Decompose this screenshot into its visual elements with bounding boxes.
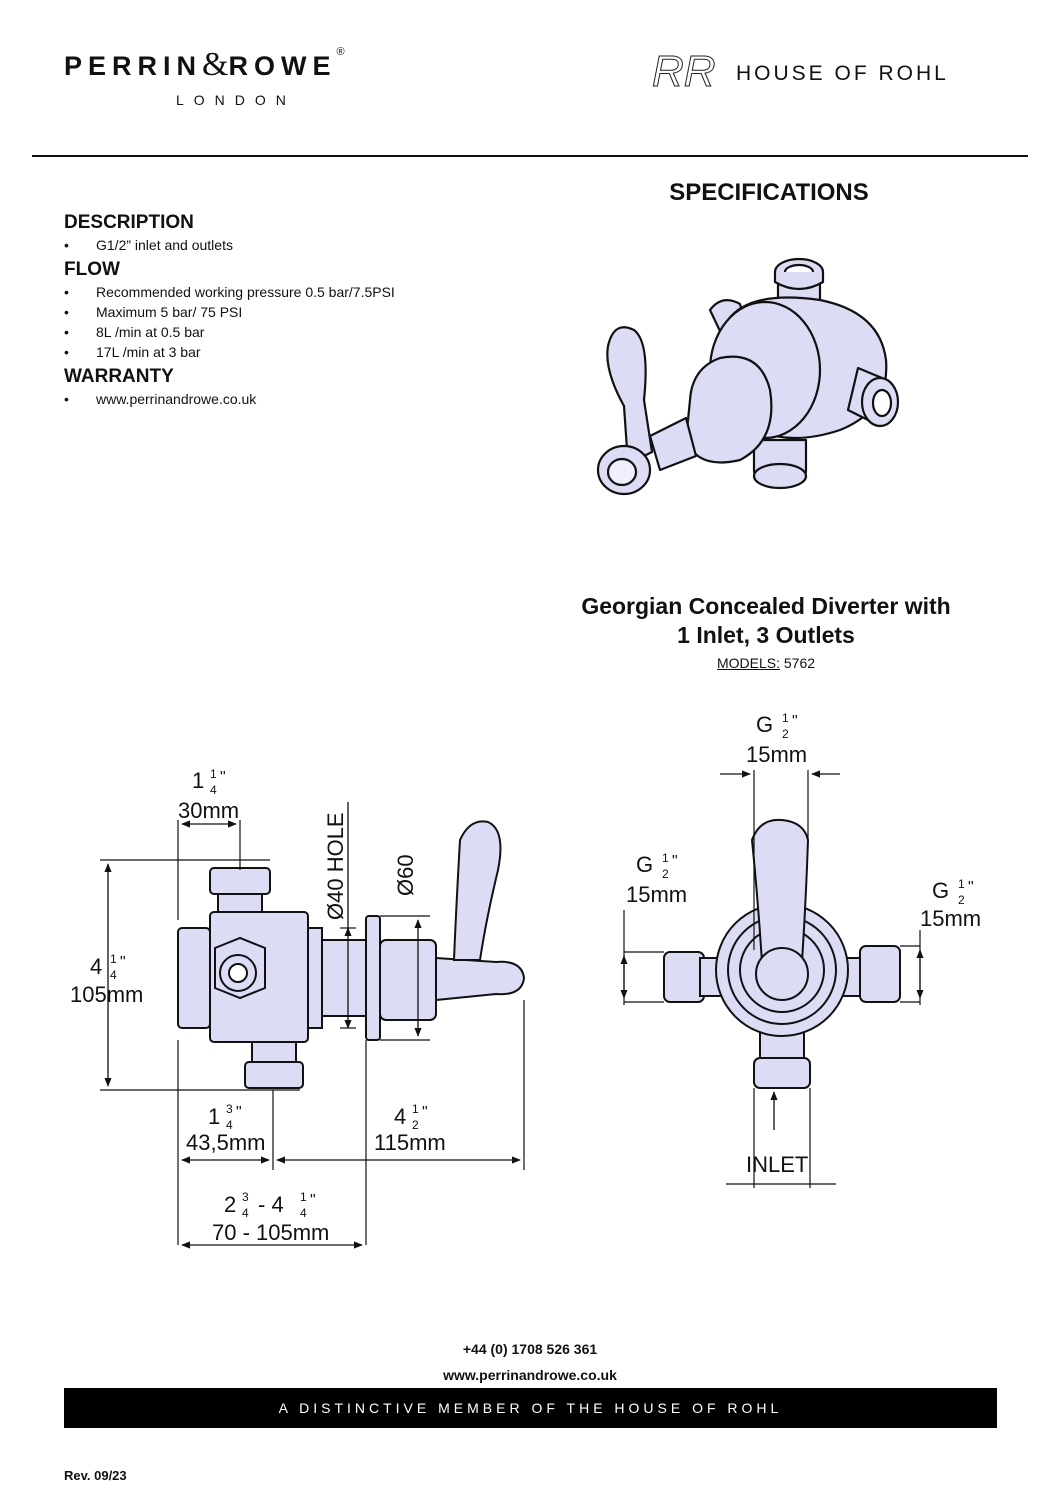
product-title-line-1: Georgian Concealed Diverter with [581, 593, 951, 619]
header-divider [32, 155, 1028, 157]
footer-website[interactable]: www.perrinandrowe.co.uk [443, 1367, 617, 1383]
brand-name-left: PERRIN [64, 51, 203, 81]
side-elevation-drawing: 1 1 4 " 30mm Ø40 HOLE Ø60 4 1 4 " 105mm … [70, 767, 526, 1249]
dim-handle-inch: " [422, 1104, 428, 1121]
dim-handle-mm: 115mm [374, 1130, 446, 1155]
rohl-monogram-icon: RR [652, 47, 717, 97]
front-inlet-label: INLET [746, 1152, 808, 1177]
front-right-g: G [932, 878, 949, 903]
models-line: MODELS: 5762 [520, 655, 1012, 671]
section-heading: DESCRIPTION [64, 212, 194, 233]
dim-flange-label: Ø60 [393, 854, 418, 896]
section-warranty: WARRANTY www.perrinandrowe.co.uk [64, 366, 524, 409]
front-left-frac-den: 2 [662, 867, 669, 881]
dim-top-mm: 30mm [178, 798, 239, 823]
dim-range-frac-a-num: 3 [242, 1190, 249, 1204]
dim-hole-label: Ø40 HOLE [323, 812, 348, 920]
models-label: MODELS: [716, 655, 780, 671]
footer-phone: +44 (0) 1708 526 361 [462, 1341, 598, 1357]
brand-location: LONDON [176, 92, 296, 108]
registered-mark: ® [336, 46, 345, 58]
list-item: G1/2” inlet and outlets [64, 235, 524, 255]
dim-height-inch: " [120, 954, 126, 971]
dim-range-frac-a-den: 4 [242, 1206, 249, 1220]
front-top-g: G [756, 712, 773, 737]
brand-logo: PERRIN&ROWE® [64, 46, 345, 84]
front-top-frac-den: 2 [782, 727, 789, 741]
list-item: Recommended working pressure 0.5 bar/7.5… [64, 282, 524, 302]
front-top-frac-num: 1 [782, 711, 789, 725]
front-right-frac-den: 2 [958, 893, 965, 907]
dim-depth-whole: 1 [208, 1104, 220, 1129]
dim-height-whole: 4 [90, 954, 102, 979]
dim-height-mm: 105mm [70, 982, 143, 1007]
front-top-inch: " [792, 713, 798, 730]
section-flow: FLOW Recommended working pressure 0.5 ba… [64, 259, 524, 362]
front-right-frac-num: 1 [958, 877, 965, 891]
dim-height-frac-den: 4 [110, 968, 117, 982]
dim-depth-frac-den: 4 [226, 1118, 233, 1132]
rohl-monogram-letters: RR [652, 47, 716, 96]
dim-top-frac-den: 4 [210, 783, 217, 797]
dim-handle-whole: 4 [394, 1104, 406, 1129]
front-right-mm: 15mm [920, 906, 981, 931]
dim-depth-mm: 43,5mm [186, 1130, 265, 1155]
specifications-list: DESCRIPTION G1/2” inlet and outlets FLOW… [64, 212, 524, 413]
list-item: 17L /min at 3 bar [64, 342, 524, 362]
dim-range-frac-b-num: 1 [300, 1190, 307, 1204]
front-elevation-drawing: G 1 2 " 15mm G 1 2 " 15mm G 1 2 " 15mm I… [620, 711, 981, 1188]
dim-range-inch: " [310, 1192, 316, 1209]
dim-top-inch: " [220, 769, 226, 786]
models-value: 5762 [783, 655, 816, 671]
dim-handle-frac-den: 2 [412, 1118, 419, 1132]
dim-range-frac-b-den: 4 [300, 1206, 307, 1220]
front-right-inch: " [968, 879, 974, 896]
dim-range-dash: - 4 [258, 1192, 284, 1217]
partner-name: HOUSE OF ROHL [736, 62, 949, 85]
front-left-g: G [636, 852, 653, 877]
section-heading: FLOW [64, 259, 120, 280]
product-illustration [596, 257, 900, 496]
brand-name-right: ROWE [228, 51, 337, 81]
dim-top-frac-num: 1 [210, 767, 217, 781]
brand-ampersand: & [202, 46, 229, 83]
list-item: www.perrinandrowe.co.uk [64, 389, 524, 409]
dim-depth-frac-num: 3 [226, 1102, 233, 1116]
front-left-inch: " [672, 853, 678, 870]
front-left-mm: 15mm [626, 882, 687, 907]
front-top-mm: 15mm [746, 742, 807, 767]
list-item: 8L /min at 0.5 bar [64, 322, 524, 342]
specifications-title: SPECIFICATIONS [669, 179, 869, 206]
product-title-line-2: 1 Inlet, 3 Outlets [677, 622, 855, 648]
footer-banner: A DISTINCTIVE MEMBER OF THE HOUSE OF ROH… [64, 1388, 997, 1428]
product-title: Georgian Concealed Diverter with 1 Inlet… [520, 592, 1012, 650]
dim-range-whole-a: 2 [224, 1192, 236, 1217]
footer-banner-text: A DISTINCTIVE MEMBER OF THE HOUSE OF ROH… [278, 1400, 783, 1416]
dim-handle-frac-num: 1 [412, 1102, 419, 1116]
dim-top-whole: 1 [192, 768, 204, 793]
front-left-frac-num: 1 [662, 851, 669, 865]
dim-depth-inch: " [236, 1104, 242, 1121]
section-description: DESCRIPTION G1/2” inlet and outlets [64, 212, 524, 255]
dim-height-frac-num: 1 [110, 952, 117, 966]
section-heading: WARRANTY [64, 366, 174, 387]
revision-label: Rev. 09/23 [64, 1468, 127, 1483]
dim-range-mm: 70 - 105mm [212, 1220, 329, 1245]
list-item: Maximum 5 bar/ 75 PSI [64, 302, 524, 322]
